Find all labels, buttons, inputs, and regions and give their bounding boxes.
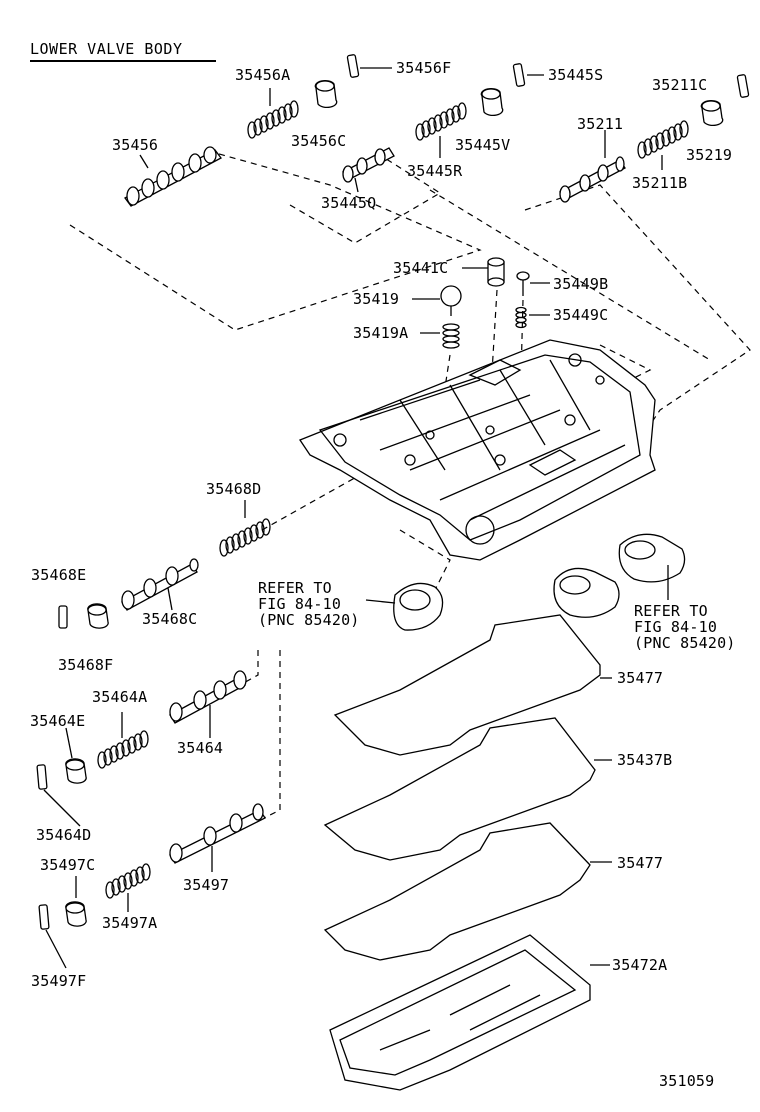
spring-35464A (97, 712, 149, 769)
label-35419: 35419 (353, 290, 400, 308)
plug-35468F (87, 603, 109, 629)
label-35464D: 35464D (36, 826, 92, 844)
refer-left-line2: FIG 84-10 (258, 595, 342, 613)
solenoid-right-2 (618, 533, 686, 600)
label-35497A: 35497A (102, 914, 158, 932)
label-35456C: 35456C (291, 132, 347, 150)
plug-35464E (65, 727, 87, 784)
label-35456F: 35456F (396, 59, 452, 77)
label-35449B: 35449B (553, 275, 609, 293)
separator-plate-35437B (323, 717, 612, 861)
label-35468D: 35468D (206, 480, 262, 498)
solenoid-right-1 (553, 567, 620, 618)
label-35219: 35219 (686, 146, 733, 164)
label-35464: 35464 (177, 739, 224, 757)
ball-35449B (516, 271, 550, 296)
label-35456A: 35456A (235, 66, 291, 84)
label-35445S: 35445S (548, 66, 604, 84)
figure-number: 351059 (659, 1072, 715, 1090)
valve-35211 (559, 130, 626, 203)
spring-35211B (637, 120, 689, 170)
label-35456: 35456 (112, 136, 159, 154)
label-35477-upper: 35477 (617, 669, 664, 687)
label-35211C: 35211C (652, 76, 708, 94)
pin-35497F (38, 904, 67, 969)
cover-35472A (329, 934, 610, 1091)
valve-35468C (121, 558, 199, 611)
spring-35468D (219, 500, 271, 557)
label-35464E: 35464E (30, 712, 86, 730)
label-35419A: 35419A (353, 324, 409, 342)
label-35449C: 35449C (553, 306, 609, 324)
label-35445R: 35445R (407, 162, 463, 180)
valve-35464 (169, 670, 247, 738)
label-35211: 35211 (577, 115, 624, 133)
label-35472A: 35472A (612, 956, 668, 974)
label-35441C: 35441C (393, 259, 449, 277)
valve-35497 (169, 803, 266, 872)
pin-35456F (346, 54, 392, 78)
check-ball-35419 (412, 285, 462, 316)
sleeve-35441C (462, 257, 505, 287)
plug-35219 (700, 100, 724, 126)
pin-35468E (58, 605, 68, 629)
valve-35456 (124, 146, 222, 207)
pin-35211C (736, 74, 750, 98)
valve-35445Q (342, 147, 395, 193)
diagram-title: LOWER VALVE BODY (30, 40, 183, 58)
label-35464A: 35464A (92, 688, 148, 706)
label-35211B: 35211B (632, 174, 688, 192)
label-35497: 35497 (183, 876, 230, 894)
spring-35449C (515, 306, 550, 329)
refer-left-line1: REFER TO (258, 579, 332, 597)
label-35468C: 35468C (142, 610, 198, 628)
label-35468F: 35468F (58, 656, 114, 674)
plug-35497C (65, 876, 87, 927)
spring-35445R (415, 102, 467, 158)
plug-35445V (480, 88, 504, 116)
gasket-35477-lower (323, 822, 612, 961)
gasket-35477-upper (333, 614, 612, 756)
solenoid-left (365, 582, 444, 631)
refer-right-line2: FIG 84-10 (634, 618, 718, 636)
title-underline (30, 60, 216, 62)
label-35497F: 35497F (31, 972, 87, 990)
label-35445V: 35445V (455, 136, 511, 154)
plug-35456C (314, 80, 338, 108)
spring-35419A (420, 323, 460, 349)
lower-valve-body (299, 339, 656, 561)
spring-35456A (247, 88, 299, 139)
spring-35497A (105, 863, 151, 912)
refer-right-line1: REFER TO (634, 602, 708, 620)
label-35468E: 35468E (31, 566, 87, 584)
refer-right-line3: (PNC 85420) (634, 634, 736, 652)
label-35477-lower: 35477 (617, 854, 664, 872)
refer-left-line3: (PNC 85420) (258, 611, 360, 629)
pin-35464D (36, 764, 81, 827)
label-35445Q: 35445Q (321, 194, 377, 212)
pin-35445S (512, 63, 544, 87)
label-35497C: 35497C (40, 856, 96, 874)
label-35437B: 35437B (617, 751, 673, 769)
